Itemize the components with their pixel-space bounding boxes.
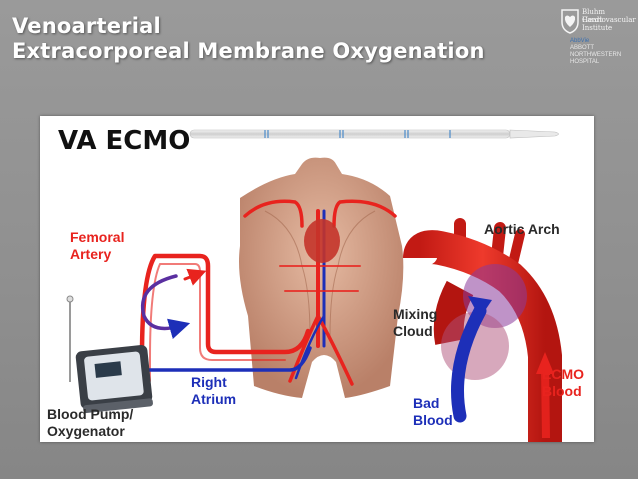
label-femoral-artery-line1: Femoral [70, 229, 124, 246]
label-mixing-cloud-line2: Cloud [393, 323, 437, 340]
label-ecmo-blood-line1: ECMO [542, 366, 584, 383]
label-ecmo-blood: ECMO Blood [542, 366, 584, 400]
blood-pump-machine [67, 296, 153, 413]
diagram-heading: VA ECMO [58, 126, 190, 156]
label-right-atrium: Right Atrium [191, 374, 236, 408]
logo-affiliations: AbbVie ABBOTT NORTHWESTERN HOSPITAL [570, 38, 621, 66]
ecmo-diagram-panel: VA ECMO Femoral Artery Aortic Arch Mixin… [40, 116, 594, 442]
ecmo-illustration [40, 116, 594, 442]
logo-aff-3: NORTHWESTERN [570, 52, 621, 59]
logo-line-2: Heart [582, 16, 603, 24]
title-line-2: Extracorporeal Membrane Oxygenation [12, 39, 485, 64]
label-bad-blood: Bad Blood [413, 395, 453, 429]
label-blood-pump-line1: Blood Pump/ [47, 406, 133, 423]
logo-line-3: Institute [582, 24, 612, 32]
label-aortic-arch: Aortic Arch [484, 221, 560, 238]
patient-torso [239, 158, 403, 398]
label-mixing-cloud-line1: Mixing [393, 306, 437, 323]
label-mixing-cloud: Mixing Cloud [393, 306, 437, 340]
logo-aff-4: HOSPITAL [570, 59, 621, 66]
label-right-atrium-line1: Right [191, 374, 236, 391]
label-femoral-artery-line2: Artery [70, 246, 124, 263]
label-blood-pump-line2: Oxygenator [47, 423, 133, 440]
label-bad-blood-line1: Bad [413, 395, 453, 412]
logo-aff-2: ABBOTT [570, 45, 621, 52]
title-line-1: Venoarterial [12, 14, 485, 39]
slide-title: Venoarterial Extracorporeal Membrane Oxy… [12, 14, 485, 64]
institute-logo: Bluhm Cardiovascular Heart Institute Abb… [560, 8, 634, 88]
label-blood-pump: Blood Pump/ Oxygenator [47, 406, 133, 440]
cannula-image [190, 130, 559, 138]
label-right-atrium-line2: Atrium [191, 391, 236, 408]
logo-aff-1: AbbVie [570, 38, 589, 44]
heart-shield-icon [560, 8, 580, 34]
label-bad-blood-line2: Blood [413, 412, 453, 429]
label-ecmo-blood-line2: Blood [542, 383, 584, 400]
label-femoral-artery: Femoral Artery [70, 229, 124, 263]
